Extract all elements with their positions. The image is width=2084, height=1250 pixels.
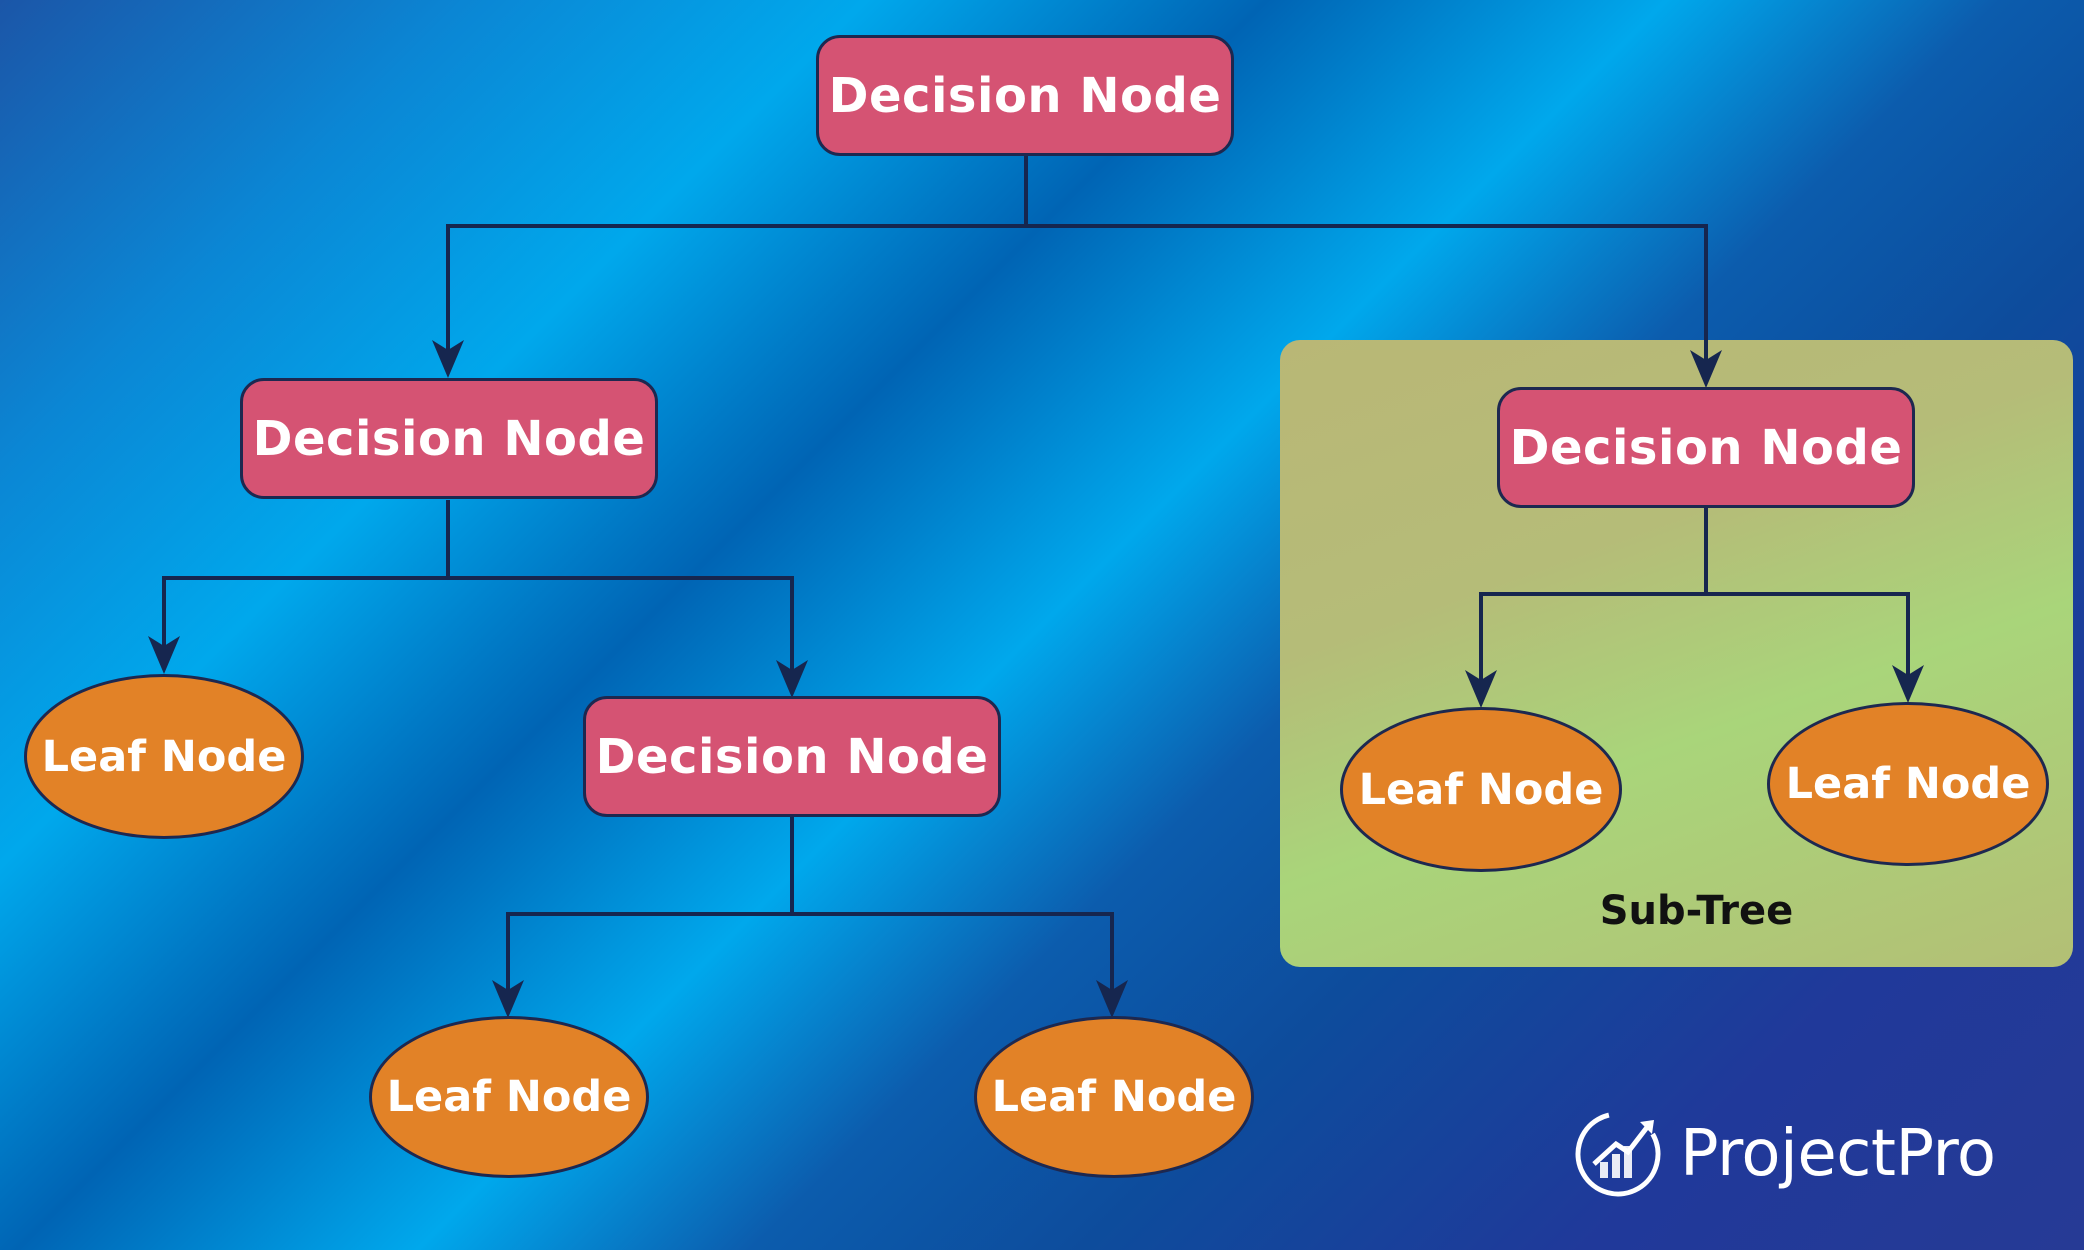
- bottom-leaf-right-label: Leaf Node: [991, 1072, 1237, 1122]
- subtree-leaf-left-label: Leaf Node: [1358, 764, 1604, 815]
- middle-decision-node: Decision Node: [583, 696, 1001, 817]
- connector-left-leaf: [162, 576, 448, 648]
- projectpro-logo: ProjectPro: [1572, 1108, 1996, 1200]
- arrowhead-subtree-leaf-left: [1465, 670, 1497, 708]
- connector-middle-leaf-left: [506, 912, 792, 992]
- arrowhead-bottom-leaf-left: [492, 980, 524, 1018]
- arrowhead-left-leaf: [148, 636, 180, 674]
- root-decision-label: Decision Node: [828, 67, 1222, 124]
- arrowhead-middle-decision: [776, 660, 808, 698]
- left-leaf-label: Leaf Node: [41, 731, 287, 782]
- subtree-leaf-left-node: Leaf Node: [1340, 707, 1622, 872]
- middle-decision-label: Decision Node: [595, 728, 989, 785]
- arrowhead-subtree-decision: [1690, 350, 1722, 388]
- arrowhead-bottom-leaf-right: [1096, 980, 1128, 1018]
- arrowhead-subtree-leaf-right: [1892, 665, 1924, 703]
- subtree-decision-node: Decision Node: [1497, 387, 1915, 508]
- subtree-label: Sub-Tree: [1599, 888, 1794, 934]
- bottom-leaf-left-label: Leaf Node: [386, 1072, 632, 1122]
- left-decision-node: Decision Node: [240, 378, 658, 499]
- connector-subtree-leaf-left: [1479, 592, 1706, 682]
- connector-subtree-leaf-right: [1706, 592, 1910, 677]
- chart-growth-icon: [1575, 1111, 1661, 1197]
- left-leaf-node: Leaf Node: [24, 674, 304, 839]
- bottom-leaf-right-node: Leaf Node: [974, 1016, 1254, 1178]
- bottom-leaf-left-node: Leaf Node: [369, 1016, 649, 1178]
- connector-left-middle: [448, 576, 794, 673]
- left-decision-label: Decision Node: [252, 410, 646, 467]
- logo-text: ProjectPro: [1680, 1117, 1996, 1191]
- root-decision-node: Decision Node: [816, 35, 1234, 156]
- subtree-leaf-right-node: Leaf Node: [1767, 702, 2049, 866]
- connector-root-left: [446, 224, 1026, 354]
- arrowhead-left-decision: [432, 340, 464, 378]
- subtree-decision-label: Decision Node: [1509, 419, 1903, 476]
- subtree-leaf-right-label: Leaf Node: [1785, 759, 2031, 809]
- connector-middle-leaf-right: [792, 912, 1114, 992]
- connector-root-right: [1026, 224, 1708, 362]
